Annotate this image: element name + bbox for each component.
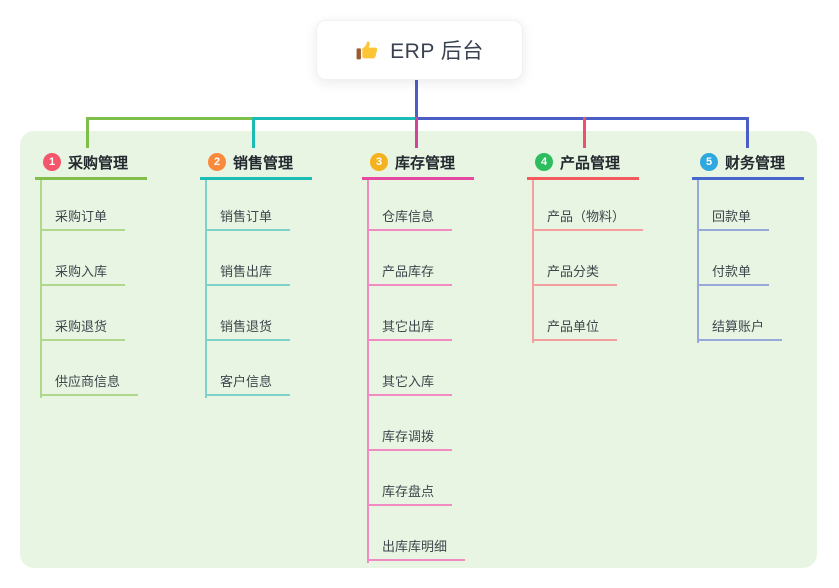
- branch-number-badge: 4: [535, 153, 553, 171]
- children-connector-line: [40, 180, 42, 398]
- branch-drop-line: [746, 117, 749, 148]
- child-topic[interactable]: 供应商信息: [40, 370, 139, 396]
- branch-title-3[interactable]: 3 库存管理: [362, 147, 474, 180]
- branch-2: 2 销售管理销售订单销售出库销售退货客户信息: [200, 147, 312, 398]
- branch-number-badge: 2: [208, 153, 226, 171]
- child-topic[interactable]: 产品库存: [367, 260, 453, 286]
- children-connector-line: [697, 180, 699, 343]
- child-topic[interactable]: 仓库信息: [367, 205, 453, 231]
- child-topic[interactable]: 销售出库: [205, 260, 291, 286]
- branch-number-badge: 5: [700, 153, 718, 171]
- thumbs-up-icon: [355, 38, 380, 63]
- child-topic[interactable]: 产品分类: [532, 260, 618, 286]
- branch-label: 库存管理: [395, 154, 456, 172]
- branch-label: 财务管理: [725, 154, 786, 172]
- branch-number-badge: 3: [370, 153, 388, 171]
- root-connector-line: [415, 80, 418, 120]
- branch-4: 4 产品管理产品（物料） 产品分类产品单位: [527, 147, 644, 343]
- child-topic[interactable]: 采购入库: [40, 260, 126, 286]
- child-topic[interactable]: 产品（物料）: [532, 205, 644, 231]
- child-topic[interactable]: 回款单: [697, 205, 770, 231]
- child-topic[interactable]: 产品单位: [532, 315, 618, 341]
- branch-drop-line: [252, 117, 255, 148]
- children-connector-line: [367, 180, 369, 563]
- branch-3: 3 库存管理仓库信息产品库存其它出库其它入库库存调拨库存盘点出库库明细: [362, 147, 474, 563]
- branch-title-1[interactable]: 1 采购管理: [35, 147, 147, 180]
- child-topic[interactable]: 其它出库: [367, 315, 453, 341]
- root-label: ERP 后台: [390, 40, 484, 63]
- branch-number-badge: 1: [43, 153, 61, 171]
- root-node[interactable]: ERP 后台: [316, 20, 523, 80]
- child-topic[interactable]: 其它入库: [367, 370, 453, 396]
- child-topic[interactable]: 销售订单: [205, 205, 291, 231]
- children-connector-line: [532, 180, 534, 343]
- child-topic[interactable]: 结算账户: [697, 315, 783, 341]
- bus-segment-line: [252, 117, 416, 120]
- branch-title-2[interactable]: 2 销售管理: [200, 147, 312, 180]
- child-topic[interactable]: 采购订单: [40, 205, 126, 231]
- child-topic[interactable]: 库存盘点: [367, 480, 453, 506]
- branch-1: 1 采购管理采购订单采购入库采购退货供应商信息: [35, 147, 147, 398]
- bus-segment-line: [86, 117, 253, 120]
- child-topic[interactable]: 客户信息: [205, 370, 291, 396]
- branch-5: 5 财务管理回款单付款单结算账户: [692, 147, 804, 343]
- branch-label: 采购管理: [68, 154, 129, 172]
- branch-drop-line: [415, 117, 418, 148]
- branch-drop-line: [86, 117, 89, 148]
- branch-drop-line: [583, 117, 586, 148]
- child-topic[interactable]: 销售退货: [205, 315, 291, 341]
- children-connector-line: [205, 180, 207, 398]
- mindmap-panel: [20, 131, 817, 568]
- bus-segment-line: [415, 117, 748, 120]
- branch-title-5[interactable]: 5 财务管理: [692, 147, 804, 180]
- child-topic[interactable]: 库存调拨: [367, 425, 453, 451]
- branch-title-4[interactable]: 4 产品管理: [527, 147, 639, 180]
- branch-label: 销售管理: [233, 154, 294, 172]
- child-topic[interactable]: 采购退货: [40, 315, 126, 341]
- branch-label: 产品管理: [560, 154, 621, 172]
- child-topic[interactable]: 付款单: [697, 260, 770, 286]
- child-topic[interactable]: 出库库明细: [367, 535, 466, 561]
